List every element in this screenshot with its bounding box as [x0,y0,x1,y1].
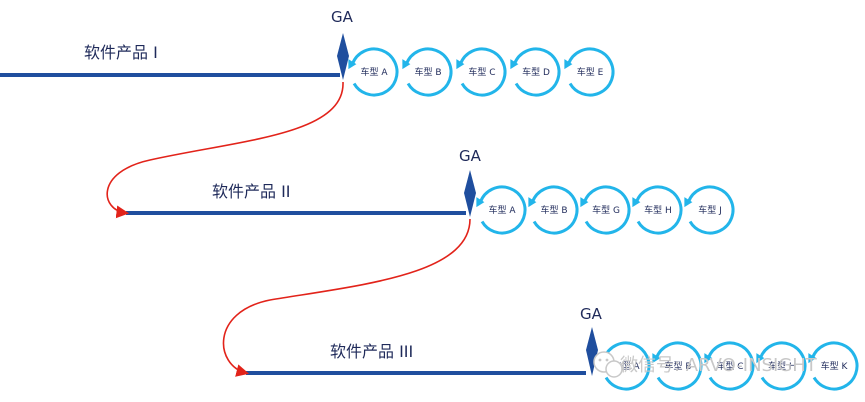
vehicle-models: 车型 A 车型 B 车型 C 车型 D 车型 E 车型 A 车型 B 车型 G 车型 H 车型 J… [348,47,859,391]
cycle-arrowhead [704,353,713,364]
vehicle-model-ring: 车型 A [348,47,399,97]
cycle-arrowhead [632,197,641,208]
ga-marker-3 [586,327,598,376]
vehicle-model-ring: 车型 H [756,341,807,391]
cycle-arrowhead [528,197,537,208]
vehicle-model-ring: 车型 E [564,47,615,97]
vehicle-model-ring: 车型 K [808,341,859,391]
vehicle-model-ring: 车型 J [684,185,735,235]
ga-label-2: GA [459,147,482,165]
vehicle-model-ring: 车型 C [456,47,507,97]
ga-label-1: GA [331,8,354,26]
transition-arrow-1 [106,81,344,219]
vehicle-model-ring: 车型 C [704,341,755,391]
ga-label-3: GA [580,305,603,323]
transition-arrow-2 [222,218,471,377]
wechat-icon [593,351,623,378]
vehicle-model-ring: 车型 B [402,47,453,97]
vehicle-model-ring: 车型 H [632,185,683,235]
vehicle-model-label: 车型 B [414,66,441,78]
cycle-arrowhead [564,59,573,70]
ga-marker-2 [464,170,476,217]
cycle-arrowhead [402,59,411,70]
vehicle-model-label: 车型 A [488,204,516,216]
product-2-label: 软件产品 II [212,182,291,201]
cycle-arrowhead [476,197,485,208]
vehicle-model-label: 车型 J [698,204,722,216]
cycle-arrowhead [510,59,519,70]
vehicle-model-ring: 车型 G [580,185,631,235]
cycle-arrowhead [756,353,765,364]
vehicle-model-ring: 车型 B [528,185,579,235]
vehicle-model-label: 车型 K [821,360,849,372]
vehicle-model-label: 车型 B [540,204,567,216]
product-1-label: 软件产品 I [84,43,158,62]
vehicle-model-label: 车型 D [522,66,550,78]
vehicle-model-label: 车型 H [768,360,796,372]
vehicle-model-label: 车型 G [592,204,620,216]
vehicle-model-ring: 车型 A [476,185,527,235]
vehicle-model-ring: 车型 D [510,47,561,97]
vehicle-model-label: 车型 C [468,66,495,78]
cycle-arrowhead [652,353,661,364]
cycle-arrowhead [580,197,589,208]
watermark-text: 微信号: ARVO-INSIGHT [620,355,818,376]
vehicle-model-label: 车型 B [664,360,691,372]
cycle-arrowhead [808,353,817,364]
vehicle-model-ring: 车型 B [652,341,703,391]
product-3-label: 软件产品 III [330,342,413,361]
vehicle-model-label: 车型 A [360,66,388,78]
cycle-arrowhead [348,59,357,70]
ga-marker-1 [337,33,349,80]
cycle-arrowhead [684,197,693,208]
vehicle-model-label: 车型 C [716,360,743,372]
vehicle-model-label: 车型 E [577,66,604,78]
cycle-arrowhead [456,59,465,70]
watermark: 微信号: ARVO-INSIGHT [593,351,818,378]
vehicle-model-label: 车型 H [644,204,672,216]
